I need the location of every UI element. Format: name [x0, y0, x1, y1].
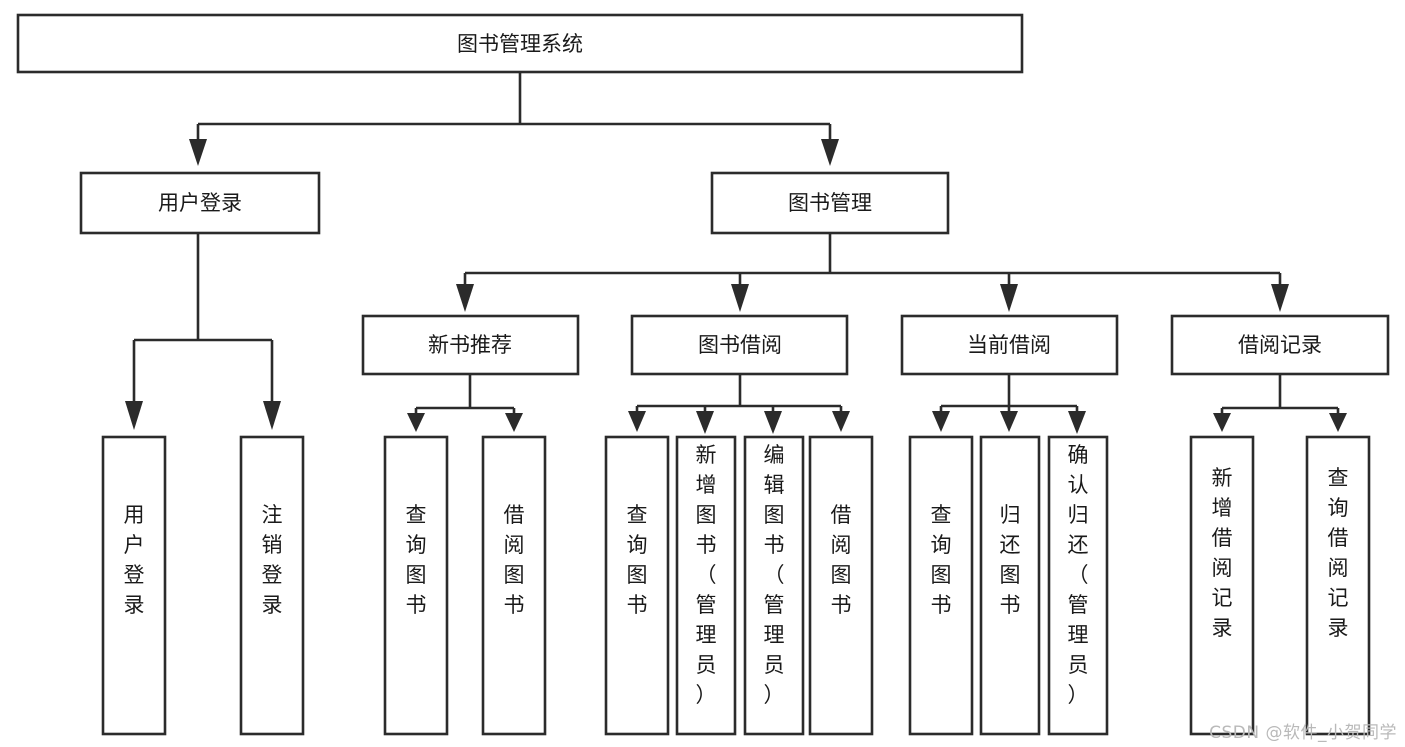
node-current-borrow-label: 当前借阅 [967, 333, 1051, 357]
node-root-box[interactable] [16, 13, 1024, 74]
node-leaf-user-logout-box[interactable] [239, 435, 305, 736]
node-leaf-query-book-3-label: 查询图书 [931, 503, 952, 617]
arrow-head-book-borrow-leaf-2 [696, 411, 714, 434]
node-leaf-return-book-label: 归还图书 [1000, 503, 1021, 617]
node-borrow-record-label: 借阅记录 [1238, 333, 1322, 357]
node-leaf-query-book-1-label: 查询图书 [406, 503, 427, 617]
arrow-head-new-book-leaf-1 [407, 413, 425, 432]
node-leaf-borrow-book-2-box[interactable] [808, 435, 874, 736]
csdn-watermark: CSDN @软件_小贺同学 [1209, 723, 1397, 743]
node-leaf-query-book-1[interactable]: 查询图书 [383, 435, 449, 736]
node-leaf-query-record-label: 查询借阅记录 [1328, 466, 1349, 640]
connector-group-current-borrow [932, 374, 1086, 434]
node-leaf-borrow-book-2[interactable]: 借阅图书 [808, 435, 874, 736]
node-leaf-borrow-book-2-label: 借阅图书 [831, 503, 852, 617]
node-new-book-recommend-label: 新书推荐 [428, 333, 512, 357]
node-leaf-confirm-return-box[interactable] [1047, 435, 1109, 736]
node-user-login-label: 用户登录 [158, 191, 242, 215]
node-root[interactable]: 图书管理系统 [16, 13, 1024, 74]
node-borrow-record-box[interactable] [1170, 314, 1390, 376]
node-leaf-edit-book-label: 编辑图书（管理员） [764, 443, 785, 707]
node-leaf-borrow-book-1-box[interactable] [481, 435, 547, 736]
node-user-login[interactable]: 用户登录 [79, 171, 321, 235]
connector-group-borrow-record [1213, 374, 1347, 432]
node-user-login-box[interactable] [79, 171, 321, 235]
arrow-head-current-borrow-leaf-2 [1000, 411, 1018, 432]
node-leaf-user-login-label: 用户登录 [124, 503, 145, 617]
arrow-head-book-manage-to-current-borrow [1000, 284, 1018, 312]
arrow-head-root-to-user-login [189, 139, 207, 166]
arrow-head-root-to-book-manage [821, 139, 839, 166]
node-leaf-borrow-book-1-label: 借阅图书 [504, 503, 525, 617]
arrow-head-book-borrow-leaf-3 [764, 411, 782, 434]
node-leaf-borrow-book-1[interactable]: 借阅图书 [481, 435, 547, 736]
node-leaf-query-book-3[interactable]: 查询图书 [908, 435, 974, 736]
node-leaf-user-logout-label: 注销登录 [262, 503, 283, 617]
node-leaf-add-record-label: 新增借阅记录 [1212, 466, 1233, 640]
arrow-head-new-book-leaf-2 [505, 413, 523, 432]
node-leaf-edit-book-box[interactable] [743, 435, 805, 736]
node-new-book-recommend-box[interactable] [361, 314, 580, 376]
node-current-borrow-box[interactable] [900, 314, 1119, 376]
node-book-manage-box[interactable] [710, 171, 950, 235]
connector-group-root [189, 72, 839, 166]
node-leaf-add-record[interactable]: 新增借阅记录 [1189, 435, 1255, 736]
arrow-head-current-borrow-leaf-3 [1068, 411, 1086, 434]
arrow-head-borrow-record-leaf-1 [1213, 413, 1231, 432]
arrow-head-book-manage-to-new-book [456, 284, 474, 312]
node-root-label: 图书管理系统 [457, 32, 583, 56]
node-leaf-return-book-box[interactable] [979, 435, 1041, 736]
connector-group-book-borrow [628, 374, 850, 434]
node-borrow-record[interactable]: 借阅记录 [1170, 314, 1390, 376]
arrow-head-book-borrow-leaf-1 [628, 411, 646, 432]
connector-group-new-book-recommend [407, 374, 523, 432]
arrow-head-user-login-leaf-2 [263, 401, 281, 430]
node-leaf-return-book[interactable]: 归还图书 [979, 435, 1041, 736]
node-leaf-query-record-box[interactable] [1305, 435, 1371, 736]
arrow-head-borrow-record-leaf-2 [1329, 413, 1347, 432]
arrow-head-current-borrow-leaf-1 [932, 411, 950, 432]
node-leaf-edit-book[interactable]: 编辑图书（管理员） [743, 435, 805, 736]
node-leaf-confirm-return[interactable]: 确认归还（管理员） [1047, 435, 1109, 736]
node-current-borrow[interactable]: 当前借阅 [900, 314, 1119, 376]
node-leaf-add-book-box[interactable] [675, 435, 737, 736]
node-leaf-confirm-return-label: 确认归还（管理员） [1068, 443, 1089, 707]
node-book-manage[interactable]: 图书管理 [710, 171, 950, 235]
node-leaf-query-record[interactable]: 查询借阅记录 [1305, 435, 1371, 736]
arrow-head-book-manage-to-book-borrow [731, 284, 749, 312]
connector-group-user-login [125, 233, 281, 430]
node-book-manage-label: 图书管理 [788, 191, 872, 215]
node-leaf-query-book-1-box[interactable] [383, 435, 449, 736]
node-leaf-query-book-2[interactable]: 查询图书 [604, 435, 670, 736]
node-leaf-user-login-box[interactable] [101, 435, 167, 736]
arrow-head-book-borrow-leaf-4 [832, 411, 850, 432]
node-book-borrow-box[interactable] [630, 314, 849, 376]
arrow-head-user-login-leaf-1 [125, 401, 143, 430]
node-leaf-add-book-label: 新增图书（管理员） [696, 443, 717, 707]
node-leaf-query-book-3-box[interactable] [908, 435, 974, 736]
node-book-borrow[interactable]: 图书借阅 [630, 314, 849, 376]
node-leaf-add-record-box[interactable] [1189, 435, 1255, 736]
arrow-head-book-manage-to-borrow-record [1271, 284, 1289, 312]
node-leaf-add-book[interactable]: 新增图书（管理员） [675, 435, 737, 736]
connector-group-book-manage [456, 233, 1289, 312]
node-leaf-query-book-2-box[interactable] [604, 435, 670, 736]
node-new-book-recommend[interactable]: 新书推荐 [361, 314, 580, 376]
node-leaf-user-logout[interactable]: 注销登录 [239, 435, 305, 736]
node-book-borrow-label: 图书借阅 [698, 333, 782, 357]
node-leaf-query-book-2-label: 查询图书 [627, 503, 648, 617]
node-leaf-user-login[interactable]: 用户登录 [101, 435, 167, 736]
